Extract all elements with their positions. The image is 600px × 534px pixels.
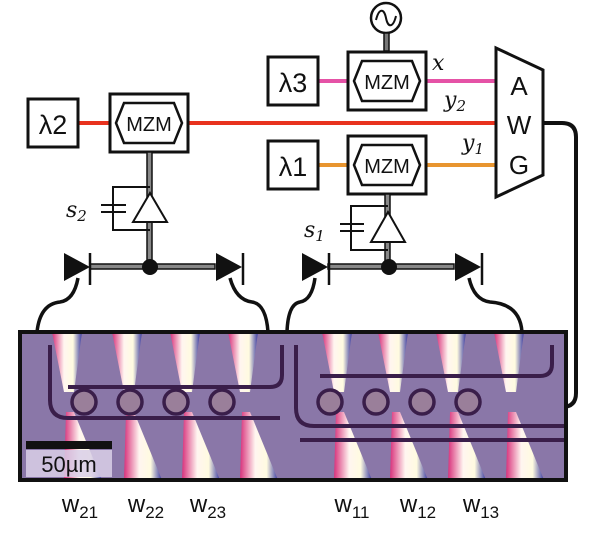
photodiode22-icon [216,253,242,281]
metal-trace-bottom [448,412,486,480]
photodiode21-icon [64,253,90,281]
chip-frame [18,330,568,482]
microring-array [70,388,482,416]
microring [408,388,436,416]
scale-bar [26,441,112,449]
s2-label: s2 [66,198,87,225]
metal-trace-top [52,332,82,392]
amplifier2-icon [131,191,169,223]
microring [208,388,236,416]
weight-label-w23: w23 [189,491,226,522]
mzm2-modulator: MZM [108,92,190,154]
microring [70,388,98,416]
mzm3-modulator: MZM [346,50,428,112]
metal-trace-bottom [124,412,162,480]
weight-label-w13: w13 [462,491,499,522]
y2-label: y2 [443,88,466,115]
microring [162,388,190,416]
s1-label: s1 [304,218,325,245]
scale-bar-label: 50µm [41,452,96,477]
lambda2-source: λ2 [26,97,80,149]
mzm1-modulator: MZM [346,134,428,196]
metal-trace-bottom [390,412,428,480]
photodiode11-icon [302,253,328,281]
weight-label-w22: w22 [127,491,164,522]
metal-trace-bottom [334,412,372,480]
mzm3-label: MZM [364,72,410,94]
awg-letter-w: W [507,110,532,140]
amplifier1-icon [369,209,407,243]
y1-label: y1 [461,131,484,158]
metal-trace-top [228,332,258,392]
neuron1-electrical [285,193,524,333]
lambda2-label: λ2 [39,110,68,140]
x-label: x [432,51,445,76]
metal-trace-bottom [240,412,278,480]
microring [454,388,482,416]
weight-label-w21: w21 [61,491,98,522]
weight-labels: w21 w22 w23 w11 w12 w13 [61,491,499,522]
lambda3-source: λ3 [266,55,320,107]
lambda1-label: λ1 [279,152,308,182]
neuron2-electrical [35,151,270,333]
metal-trace-bottom [182,412,220,480]
microring [362,388,390,416]
photodiode12-icon [455,253,481,281]
rf-source-icon [369,1,403,52]
awg-letter-g: G [509,150,529,180]
mzm1-label: MZM [364,156,410,178]
awg-multiplexer: A W G [494,45,545,200]
lambda3-label: λ3 [279,68,308,98]
microring [316,388,344,416]
mzm2-label: MZM [126,114,172,136]
awg-letter-a: A [510,71,528,101]
lambda1-source: λ1 [266,139,320,191]
microring [116,388,144,416]
metal-trace-bottom [506,412,544,480]
weight-label-w11: w11 [334,491,370,522]
metal-trace-top [112,332,142,392]
chip-micrograph: 50µm [20,332,566,480]
metal-trace-top [170,332,200,392]
metal-traces [52,332,544,480]
weight-label-w12: w12 [399,491,436,522]
